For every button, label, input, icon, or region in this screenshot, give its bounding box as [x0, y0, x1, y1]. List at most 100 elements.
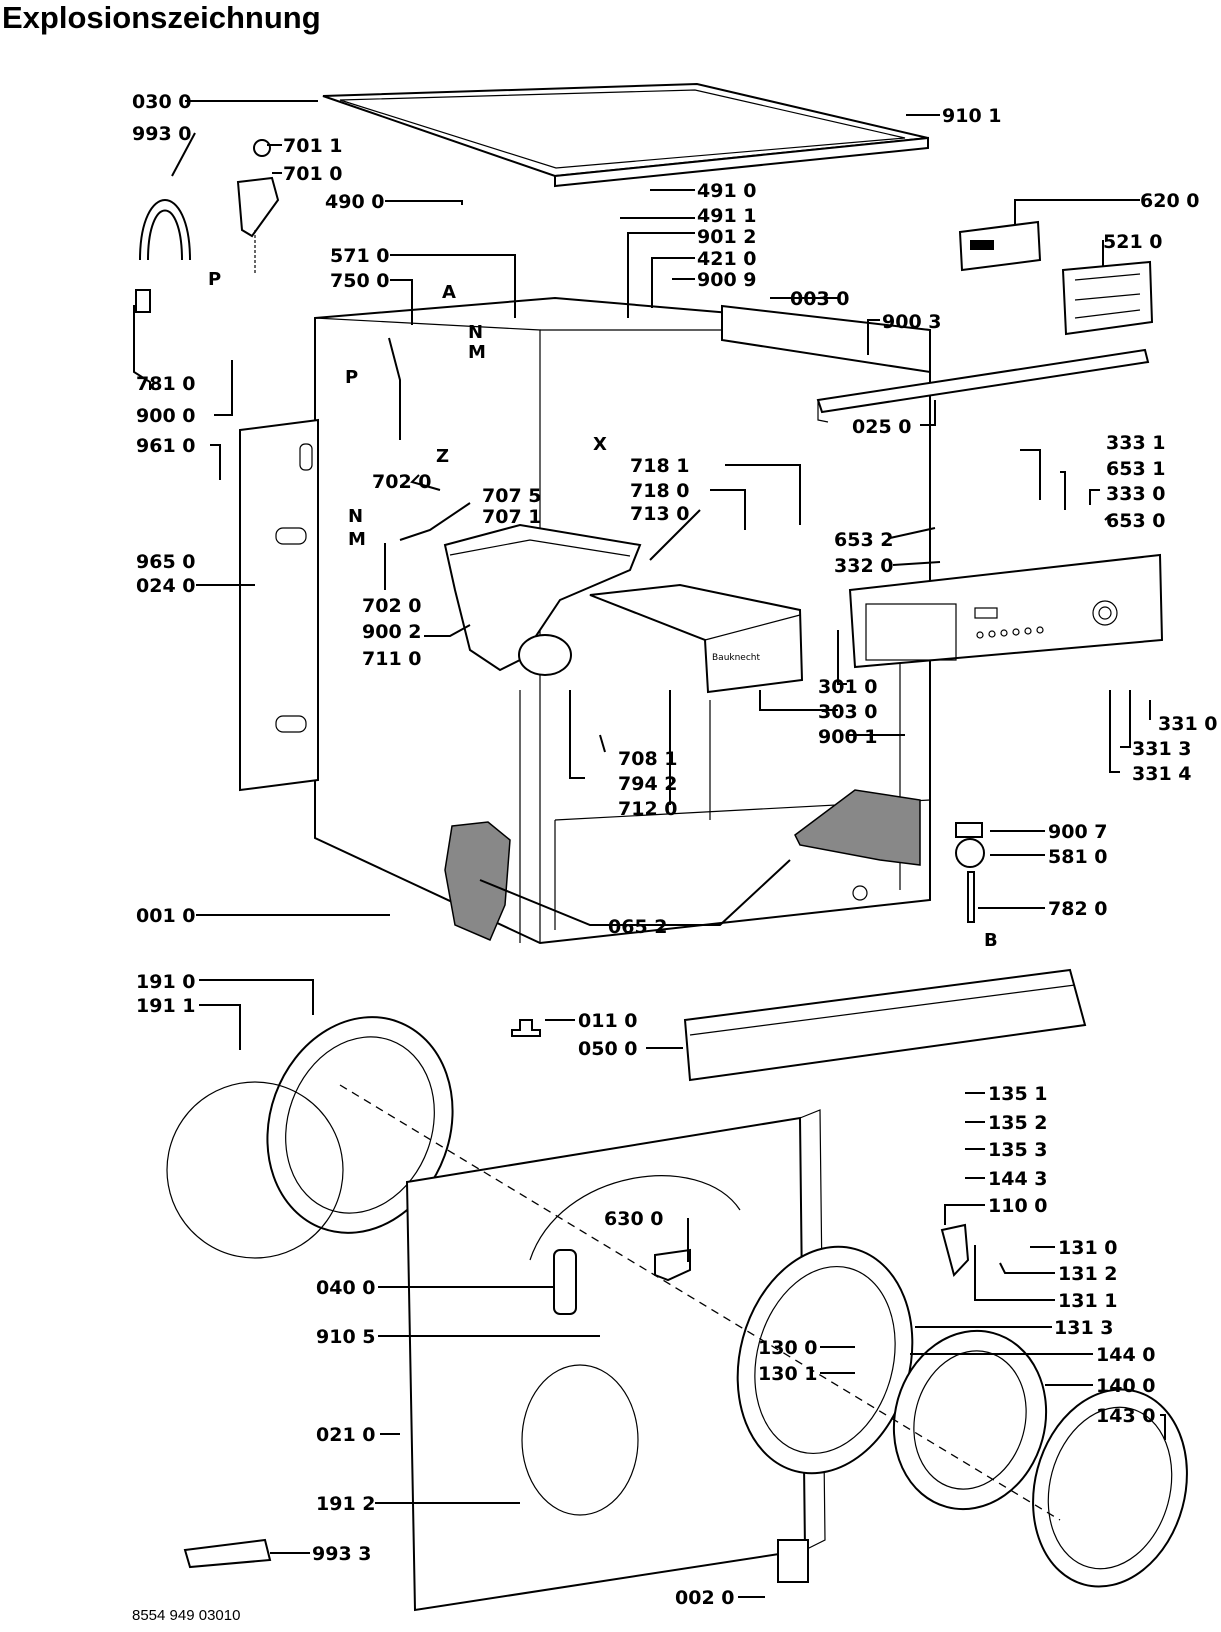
callout-144-0: 144 0	[1096, 1344, 1156, 1366]
document-number: 8554 949 03010	[132, 1607, 241, 1624]
hinge	[553, 1249, 577, 1315]
callout-131-0: 131 0	[1058, 1237, 1118, 1259]
callout-003-0: 003 0	[790, 288, 850, 310]
callout-191-0: 191 0	[136, 971, 196, 993]
callout-900-1: 900 1	[818, 726, 878, 748]
panel-buttons	[976, 626, 1044, 639]
callout-708-1: 708 1	[618, 748, 678, 770]
pressure-switch	[955, 822, 985, 923]
callout-712-0: 712 0	[618, 798, 678, 820]
callout-900-0: 900 0	[136, 405, 196, 427]
callout-571-0: 571 0	[330, 245, 390, 267]
callout-900-7: 900 7	[1048, 821, 1108, 843]
marker-p: P	[208, 269, 221, 290]
callout-002-0: 002 0	[675, 1587, 735, 1609]
callout-143-0: 143 0	[1096, 1405, 1156, 1427]
callout-993-0: 993 0	[132, 123, 192, 145]
callout-993-3: 993 3	[312, 1543, 372, 1565]
door-lock	[654, 1248, 691, 1282]
top-rail	[721, 304, 1150, 423]
callout-490-0: 490 0	[325, 191, 385, 213]
callout-702-0: 702 0	[362, 595, 422, 617]
callout-713-0: 713 0	[630, 503, 690, 525]
callout-901-2: 901 2	[697, 226, 757, 248]
inlet-hose	[135, 199, 191, 313]
page-title: Explosionszeichnung	[2, 0, 321, 35]
side-panel	[239, 418, 319, 792]
callout-131-2: 131 2	[1058, 1263, 1118, 1285]
callout-011-0: 011 0	[578, 1010, 638, 1032]
callout-144-3: 144 3	[988, 1168, 1048, 1190]
callout-750-0: 750 0	[330, 270, 390, 292]
callout-labels: 030 0 993 0 701 1 701 0 490 0 491 0 491 …	[132, 91, 1218, 1609]
marker-b: B	[984, 930, 998, 951]
foot	[511, 1019, 541, 1037]
callout-491-0: 491 0	[697, 180, 757, 202]
marker-z: Z	[436, 446, 449, 467]
callout-521-0: 521 0	[1103, 231, 1163, 253]
reference-markers: A P P Z X N M N M B	[208, 269, 998, 951]
front-panel	[405, 1109, 826, 1612]
callout-135-1: 135 1	[988, 1083, 1048, 1105]
kick-plate	[683, 968, 1087, 1082]
insulation-pad-left	[444, 821, 511, 941]
insulation-pad-right	[794, 789, 921, 866]
callout-782-0: 782 0	[1048, 898, 1108, 920]
handle	[940, 1223, 970, 1278]
callout-331-3: 331 3	[1132, 738, 1192, 760]
door-glass	[892, 1329, 1048, 1511]
door-gasket	[166, 1016, 454, 1259]
marker-n: N	[468, 322, 483, 343]
dispenser-drawer: Bauknecht	[589, 583, 804, 694]
callout-581-0: 581 0	[1048, 846, 1108, 868]
marker-p: P	[345, 367, 358, 388]
marker-m: M	[468, 342, 486, 363]
top-cover	[322, 82, 929, 188]
marker-x: X	[593, 434, 607, 455]
callout-135-2: 135 2	[988, 1112, 1048, 1134]
callout-910-1: 910 1	[942, 105, 1002, 127]
callout-024-0: 024 0	[136, 575, 196, 597]
callout-910-5: 910 5	[316, 1326, 376, 1348]
callout-135-3: 135 3	[988, 1139, 1048, 1161]
callout-900-3: 900 3	[882, 311, 942, 333]
panel-brand-text: Bauknecht	[712, 653, 760, 663]
callout-701-0: 701 0	[283, 163, 343, 185]
callout-491-1: 491 1	[697, 205, 757, 227]
callout-900-9: 900 9	[697, 269, 757, 291]
control-panel	[848, 553, 1164, 669]
callout-303-0: 303 0	[818, 701, 878, 723]
callout-653-0: 653 0	[1106, 510, 1166, 532]
door-frame	[736, 1245, 914, 1475]
callout-630-0: 630 0	[604, 1208, 664, 1230]
callout-707-1: 707 1	[482, 506, 542, 528]
callout-331-4: 331 4	[1132, 763, 1192, 785]
callout-110-0: 110 0	[988, 1195, 1048, 1217]
marker-n: N	[348, 506, 363, 527]
callout-794-2: 794 2	[618, 773, 678, 795]
callout-332-0: 332 0	[834, 555, 894, 577]
callout-718-1: 718 1	[630, 455, 690, 477]
callout-040-0: 040 0	[316, 1277, 376, 1299]
marker-a: A	[442, 282, 456, 303]
callout-620-0: 620 0	[1140, 190, 1200, 212]
callout-718-0: 718 0	[630, 480, 690, 502]
marker-m: M	[348, 529, 366, 550]
callout-711-0: 711 0	[362, 648, 422, 670]
callout-001-0: 001 0	[136, 905, 196, 927]
callout-131-3: 131 3	[1054, 1317, 1114, 1339]
callout-030-0: 030 0	[132, 91, 192, 113]
callout-331-0: 331 0	[1158, 713, 1218, 735]
callout-965-0: 965 0	[136, 551, 196, 573]
dispenser-housing	[443, 523, 642, 676]
callout-191-1: 191 1	[136, 995, 196, 1017]
callout-025-0: 025 0	[852, 416, 912, 438]
callout-131-1: 131 1	[1058, 1290, 1118, 1312]
callout-065-2: 065 2	[608, 916, 668, 938]
callout-333-0: 333 0	[1106, 483, 1166, 505]
inlet-valve-part	[236, 139, 280, 275]
callout-702-0: 702 0	[372, 471, 432, 493]
callout-653-2: 653 2	[834, 529, 894, 551]
callout-140-0: 140 0	[1096, 1375, 1156, 1397]
